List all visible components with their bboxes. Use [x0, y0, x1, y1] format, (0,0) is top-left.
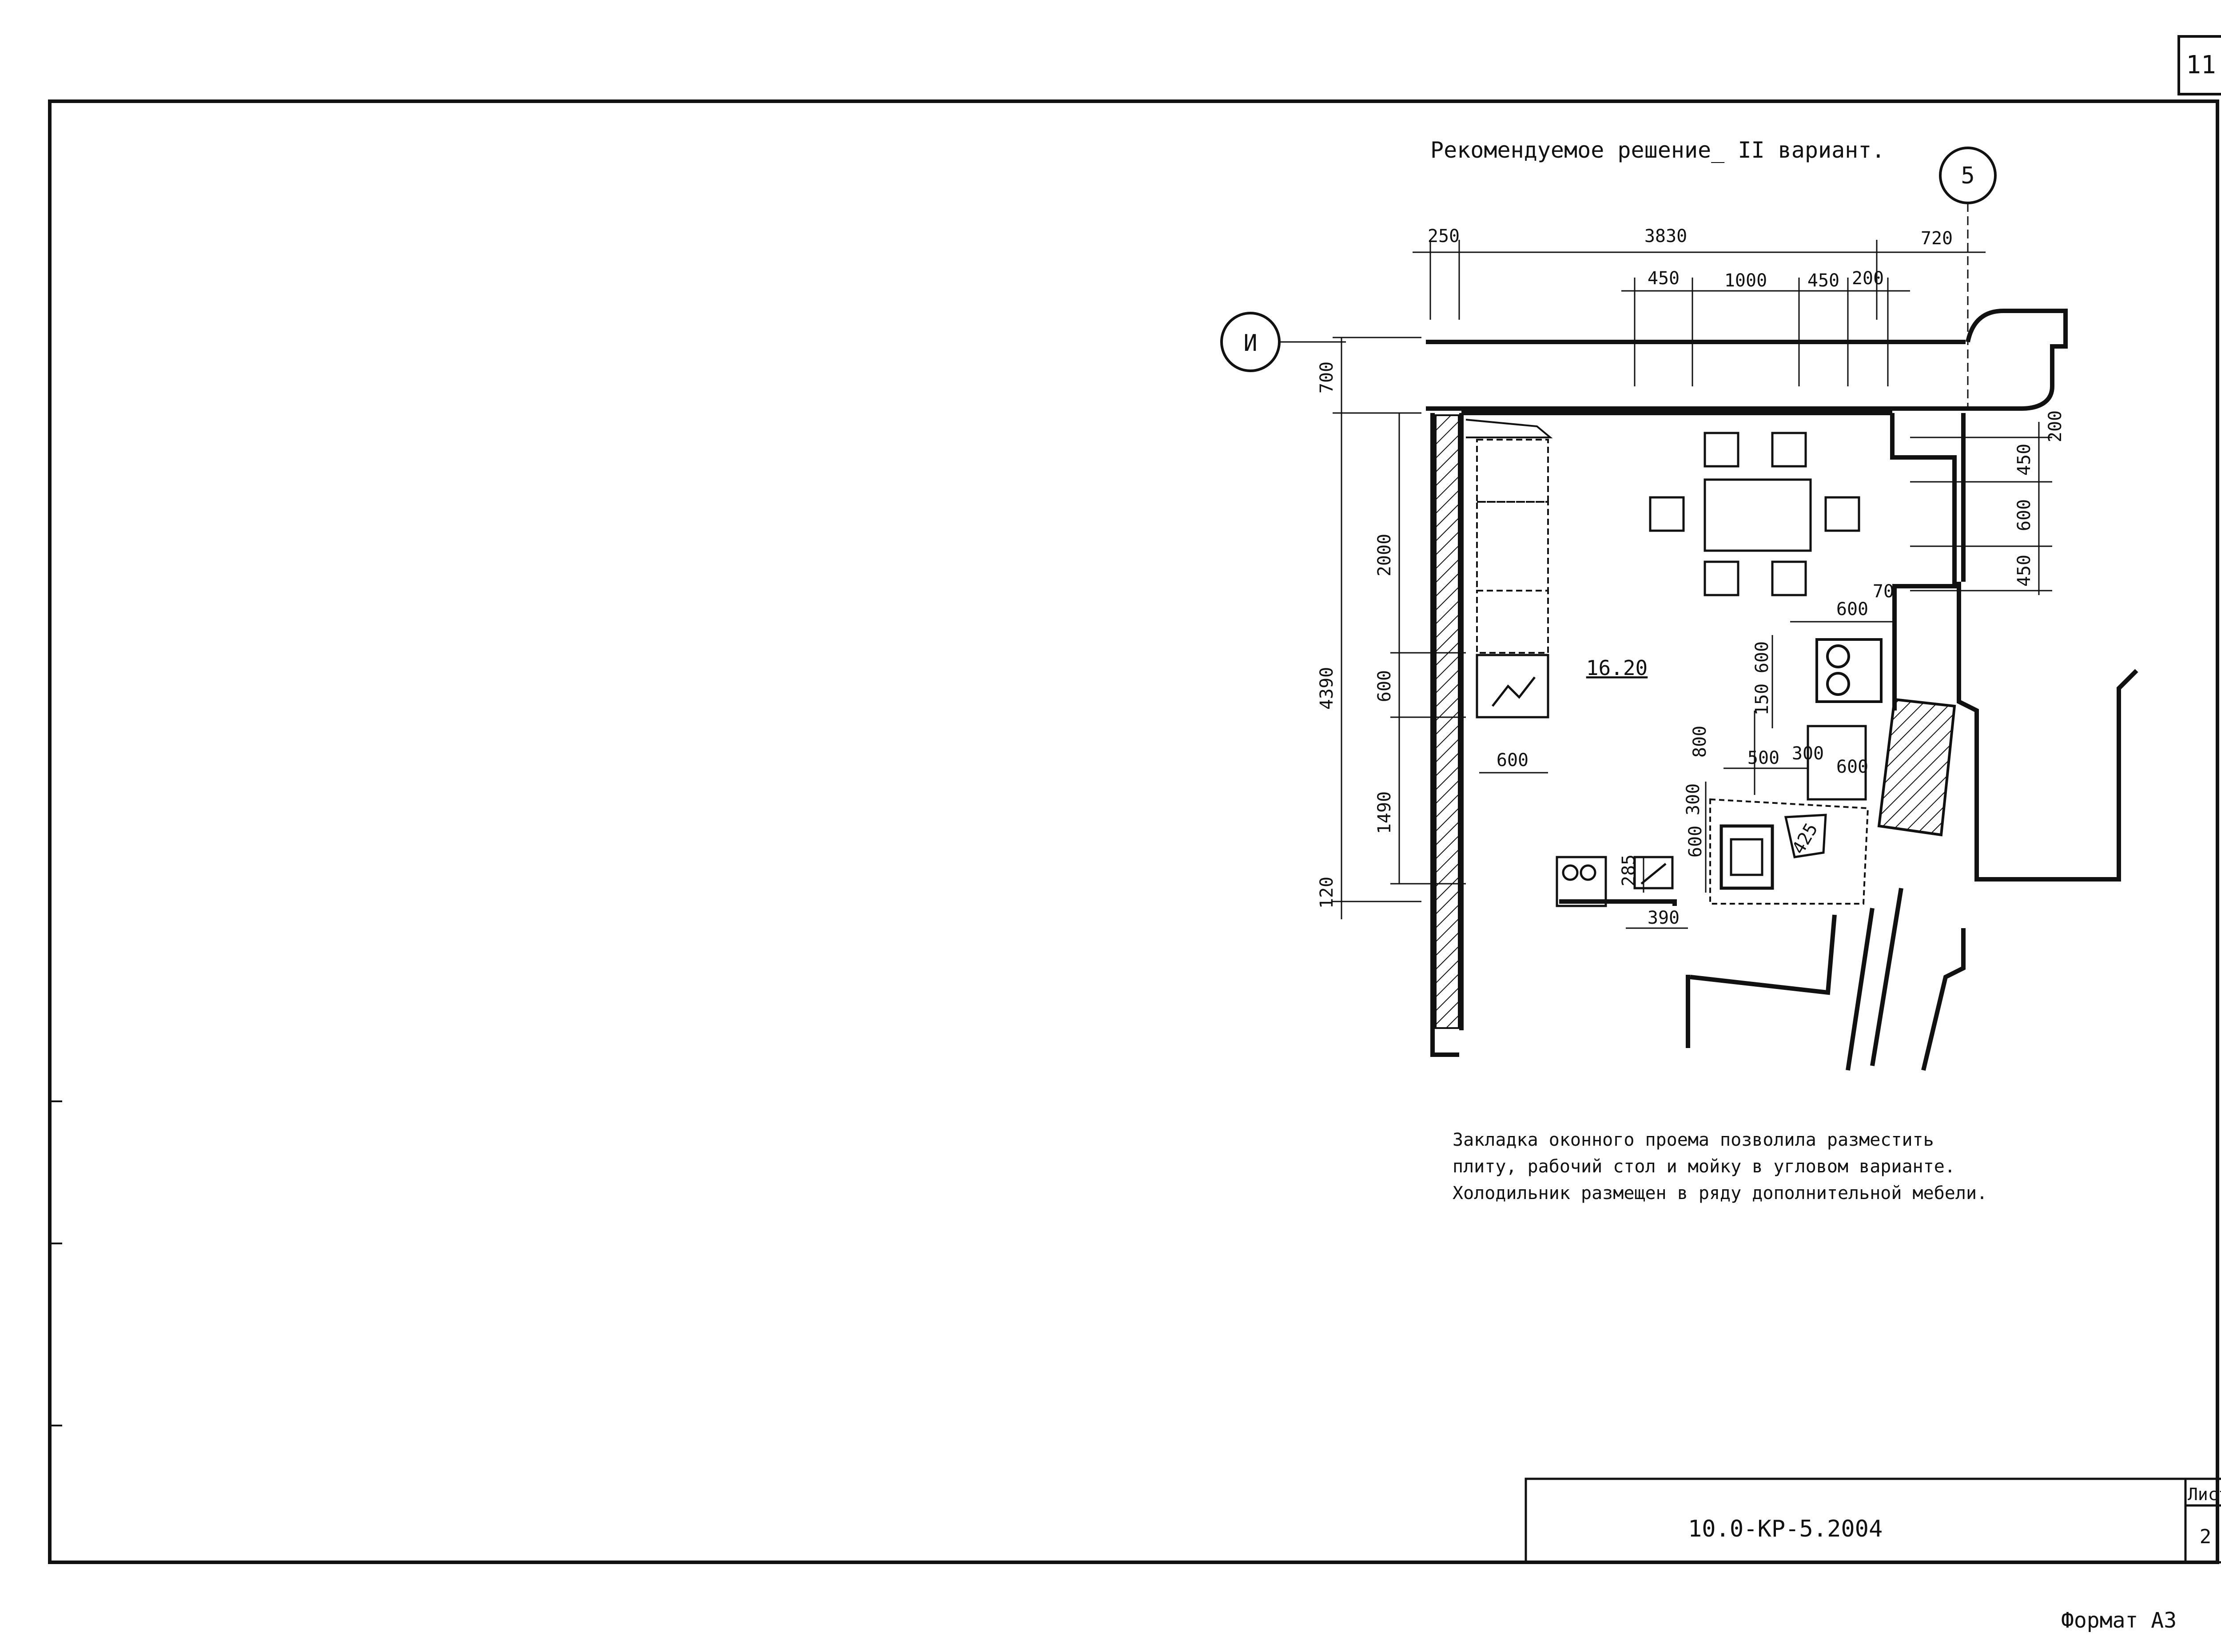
dim-label: 120 — [1317, 877, 1337, 909]
dim-label: 4390 — [1317, 667, 1337, 710]
chair — [1704, 432, 1739, 468]
work-table — [1807, 725, 1867, 801]
dim-label: 300 — [1683, 783, 1704, 815]
svg-text:5: 5 — [1961, 163, 1974, 189]
note-line: Холодильник размещен в ряду дополнительн… — [1453, 1183, 1987, 1203]
sheet-label: Лист — [2188, 1485, 2221, 1504]
sheet-value: 2 — [2200, 1525, 2212, 1548]
dim-label: 2000 — [1374, 534, 1395, 576]
drawing-title: Рекомендуемое решение_ II вариант. — [1430, 137, 1885, 163]
outer-frame — [48, 99, 2219, 1564]
axis-i-marker: И — [1220, 312, 1346, 372]
dim-label: 450 — [1807, 270, 1839, 291]
corner-counter — [1709, 798, 1869, 905]
dim-label: 285 — [1619, 854, 1639, 886]
chair — [1771, 432, 1807, 468]
stove — [1815, 638, 1883, 703]
dim-label: 600 — [2014, 499, 2034, 531]
chair — [1704, 560, 1739, 596]
dim-label: 600 — [1497, 750, 1528, 770]
sheet-frame — [48, 99, 2219, 1564]
dimension-lines — [1333, 240, 2052, 929]
dim-label: 600 — [1836, 599, 1868, 620]
dim-label: 720 — [1921, 228, 1953, 249]
refrigerator — [1476, 654, 1549, 719]
dim-label: 200 — [1852, 268, 1884, 289]
walls — [1426, 309, 2138, 1071]
dim-label: 600 — [1836, 757, 1868, 777]
sink — [1719, 824, 1774, 890]
dining-group — [1649, 432, 1860, 596]
dim-label: 3830 — [1644, 226, 1687, 246]
title-block — [1524, 1477, 2221, 1564]
sheet-number: 11 — [2186, 51, 2216, 79]
dim-label: 390 — [1648, 908, 1680, 928]
format-label: Формат А3 — [2061, 1608, 2177, 1633]
dim-label: 500 — [1747, 748, 1779, 768]
dim-label: 1000 — [1724, 270, 1767, 291]
window-sill-items — [1556, 856, 1674, 907]
dim-label: 250 — [1428, 226, 1460, 246]
dining-table — [1704, 478, 1812, 552]
dim-label: 300 — [1792, 743, 1824, 764]
dim-label: 800 — [1690, 726, 1710, 758]
dim-label: 600 — [1685, 826, 1706, 858]
dim-label: 1490 — [1374, 791, 1395, 834]
chair — [1649, 496, 1685, 532]
note-line: плиту, рабочий стол и мойку в угловом ва… — [1453, 1156, 1955, 1177]
hatched-wall — [1435, 414, 1460, 1029]
chair — [1824, 496, 1860, 532]
axis-5-marker: 5 — [1939, 147, 1997, 409]
svg-text:И: И — [1243, 330, 1257, 357]
dim-label: 600 — [1374, 670, 1395, 702]
dim-label: 450 — [2014, 444, 2034, 476]
hatched-partition — [1877, 698, 1956, 837]
dim-label: 150 — [1752, 683, 1772, 715]
dim-label: 450 — [1648, 268, 1680, 289]
dim-label: 200 — [2045, 410, 2066, 442]
note-line: Закладка оконного проема позволила разме… — [1453, 1130, 1934, 1150]
document-code: 10.0-КР-5.2004 — [1688, 1516, 1883, 1542]
chair — [1771, 560, 1807, 596]
room-area: 16.20 — [1586, 656, 1648, 680]
dim-label: 600 — [1752, 641, 1772, 673]
dim-label: 700 — [1317, 361, 1337, 393]
dim-label: 450 — [2014, 555, 2034, 587]
sheet-number-box: 11 — [2177, 35, 2221, 95]
explanatory-note: Закладка оконного проема позволила разме… — [1453, 1130, 1987, 1203]
dim-label: 70 — [1873, 581, 1894, 602]
cabinet-row — [1465, 419, 1553, 719]
